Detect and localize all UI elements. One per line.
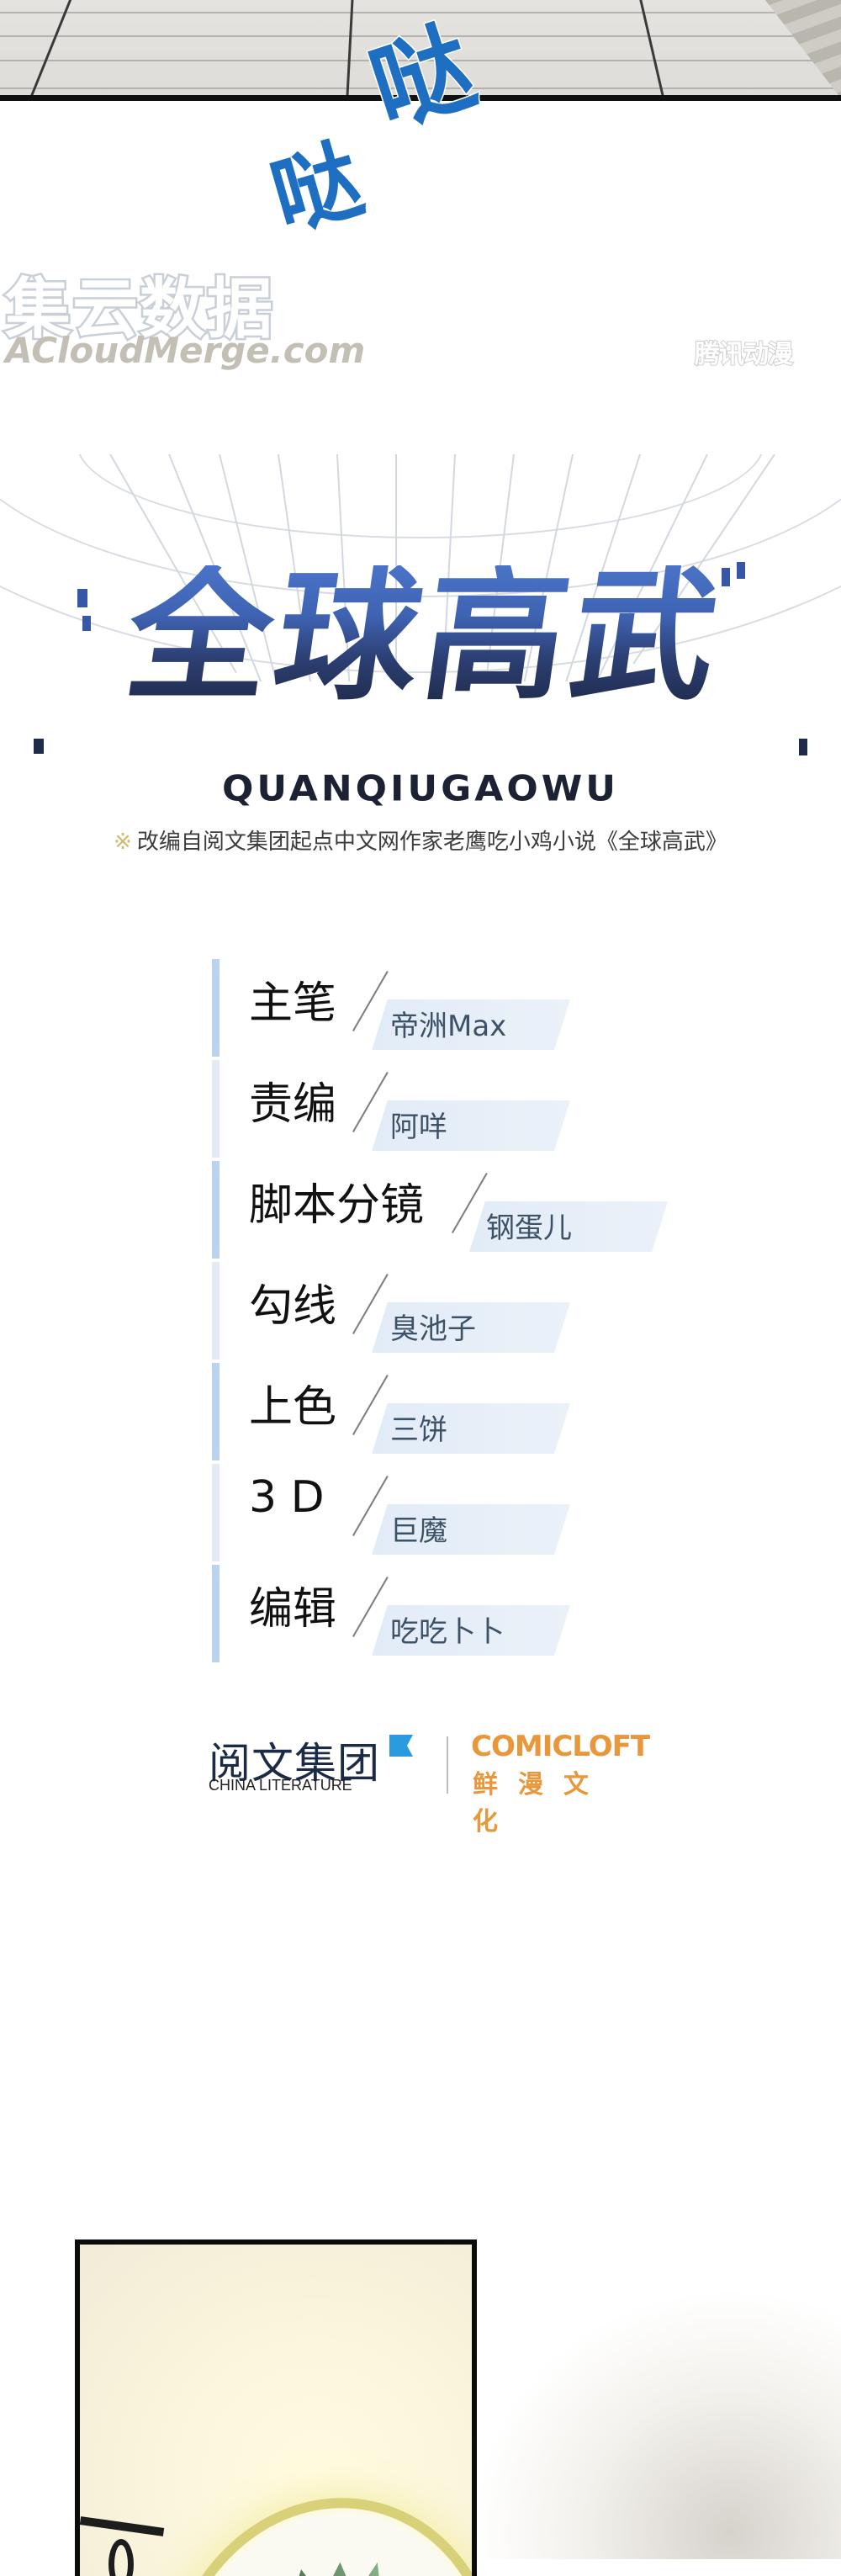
chain-icon [108,2539,134,2576]
floor-tile-line [0,60,841,61]
credit-name-tag [372,999,570,1050]
credit-row: 编辑 吃吃卜卜 [212,1565,649,1666]
credit-name-tag [372,1605,570,1656]
credit-name-tag [372,1100,570,1151]
background-glow [471,2288,841,2559]
credit-name-tag [372,1302,570,1353]
credit-bar [212,959,220,1057]
credit-row: 上色 三饼 [212,1363,649,1464]
floor-tile-line [0,87,841,89]
platform-watermark: 腾讯动漫 [694,339,794,370]
credit-role: 勾线 [249,1281,337,1332]
credit-name: 吃吃卜卜 [390,1615,505,1649]
title-pixel-deco [82,616,91,631]
globe-arc [0,454,841,597]
credit-role: 主笔 [249,978,337,1029]
floor-tile-seam [637,0,667,98]
sound-effect-text: 哒 [259,127,369,251]
credit-row: 3 D 巨魔 [212,1464,649,1565]
title-pixel-deco [722,568,730,586]
credit-bar [212,1565,220,1662]
adaptation-note-text: 改编自阅文集团起点中文网作家老鹰吃小鸡小说《全球高武》 [136,830,727,855]
credit-name: 巨魔 [390,1514,447,1548]
credit-row: 勾线 臭池子 [212,1262,649,1363]
credit-bar [212,1060,220,1158]
credit-bar [212,1262,220,1360]
panel-border [0,95,841,101]
china-literature-logo-en: CHINA LITERATURE [209,1777,352,1794]
credit-row: 主笔 帝洲Max [212,959,649,1060]
adaptation-note: ※改编自阅文集团起点中文网作家老鹰吃小鸡小说《全球高武》 [0,824,841,856]
publisher-logos: 阅文集团 CHINA LITERATURE COMICLOFT 鲜漫文化 [209,1730,650,1837]
watermark-url: ACloudMerge.com [5,330,366,371]
floor-tile-line [0,35,841,37]
floor-tile-seam [28,0,75,98]
credit-name: 钢蛋儿 [486,1211,572,1245]
globe-meridian [395,454,397,681]
title-pixel-deco [34,739,44,754]
title-pixel-deco [737,562,745,579]
china-literature-logo-cn: 阅文集团 [209,1739,380,1788]
comicloft-logo-cn: 鲜漫文化 [473,1770,609,1837]
credit-name-tag [372,1403,570,1454]
credit-name: 臭池子 [390,1312,476,1346]
credit-bar [212,1363,220,1460]
title-pixel-deco [799,739,807,755]
credit-bar [212,1464,220,1561]
globe-arc [0,454,841,673]
credit-role: 脚本分镜 [249,1180,425,1231]
credit-name: 三饼 [390,1413,447,1447]
bottom-comic-panel [75,2239,477,2576]
credit-name: 帝洲Max [390,1010,507,1043]
comicloft-logo-en: COMICLOFT [471,1730,650,1763]
credit-role: 责编 [249,1079,337,1130]
reference-mark-icon: ※ [114,830,132,855]
credit-role: 编辑 [249,1584,337,1635]
credits-list: 主笔 帝洲Max 责编 阿咩 脚本分镜 钢蛋儿 勾线 臭池子 上色 三饼 3 D [212,959,668,1666]
floor-shadow [764,0,841,98]
floor-tile-line [0,12,841,13]
crown-icon [285,2547,424,2576]
comic-title-logo: 全球高武 [24,554,826,720]
credit-row: 责编 阿咩 [212,1060,649,1161]
logo-divider [447,1736,448,1794]
flag-icon [389,1735,413,1757]
watermark-cn: 集云数据 [3,270,275,350]
title-pixel-deco [77,589,87,607]
credit-name: 阿咩 [390,1110,447,1144]
comic-title-pinyin: QUANQIUGAOWU [222,768,619,809]
credit-role: 上色 [249,1382,337,1433]
credit-name-tag [372,1504,570,1555]
credit-name-tag [469,1201,668,1252]
bracket-bar [80,2516,165,2536]
globe-wireframe-graphic [0,454,841,681]
sign-bracket [80,2514,165,2576]
credit-role: 3 D [249,1472,325,1523]
top-comic-panel [0,0,841,98]
credit-row: 脚本分镜 钢蛋儿 [212,1161,668,1262]
credit-bar [212,1161,220,1259]
